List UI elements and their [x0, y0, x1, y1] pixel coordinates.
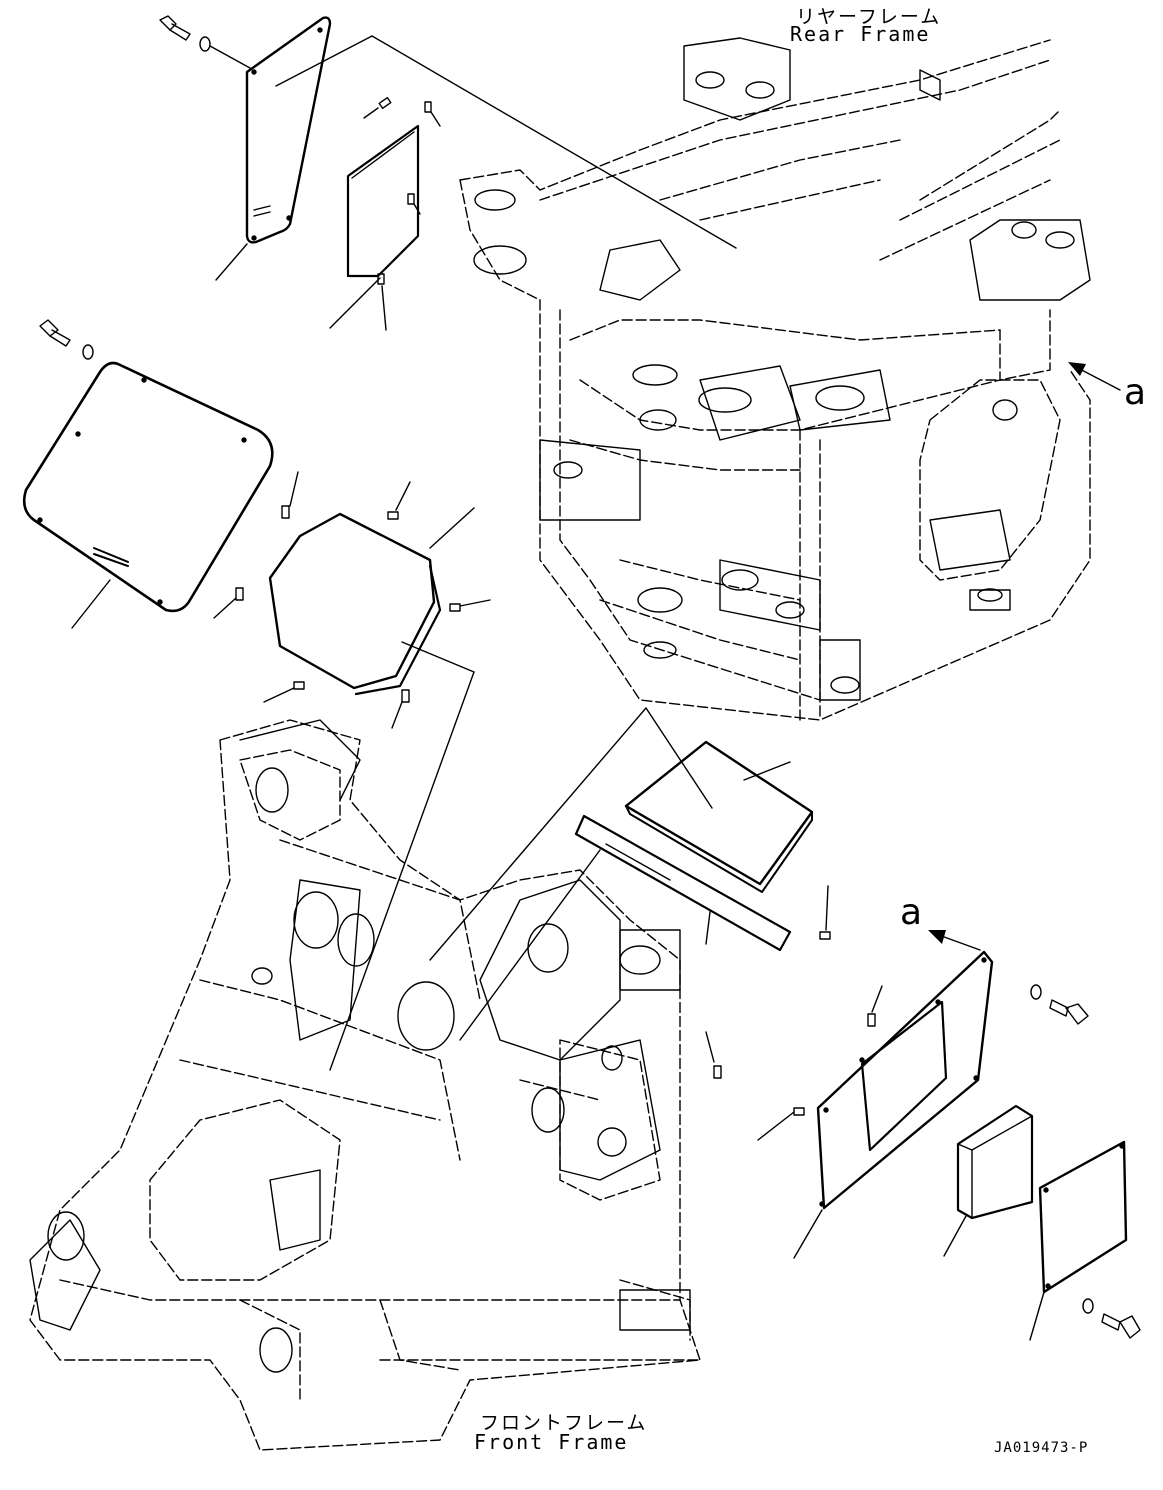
upper-gasket	[330, 126, 418, 328]
rear-frame-label-jp: リヤーフレーム	[796, 6, 942, 28]
view-arrow-rear	[1068, 362, 1120, 390]
front-frame	[30, 720, 700, 1450]
middle-left-bolt	[40, 320, 93, 359]
view-arrow-front	[928, 930, 980, 950]
octagon-gasket	[270, 508, 474, 1070]
insulation-block	[944, 1106, 1032, 1256]
front-frame-label-jp: フロントフレーム	[480, 1412, 648, 1434]
lower-right-bolt-1	[1031, 985, 1088, 1024]
middle-clips	[214, 472, 490, 728]
leader-line	[372, 36, 736, 248]
view-a-label-front: a	[900, 892, 923, 933]
middle-left-cover-plate	[24, 363, 272, 628]
upper-left-cover-plate	[216, 18, 330, 280]
lower-clips	[706, 886, 882, 1140]
lower-right-bolt-2	[1083, 1299, 1140, 1338]
front-frame-solid-parts	[30, 720, 690, 1372]
lower-right-small-plate	[1030, 1142, 1126, 1340]
front-frame-label-en: Front Frame	[474, 1430, 629, 1454]
upper-clips	[364, 98, 440, 330]
drawing-code: JA019473-P	[994, 1440, 1089, 1456]
rear-frame-label-en: Rear Frame	[790, 22, 931, 46]
top-panel-plate	[430, 708, 812, 960]
lower-right-cover-plate	[794, 952, 992, 1258]
seal-strip	[460, 816, 790, 1040]
leader-line	[276, 36, 372, 86]
view-a-label-rear: a	[1124, 372, 1147, 413]
upper-left-bolt	[160, 16, 250, 68]
rear-frame-solid-parts	[474, 38, 1090, 700]
